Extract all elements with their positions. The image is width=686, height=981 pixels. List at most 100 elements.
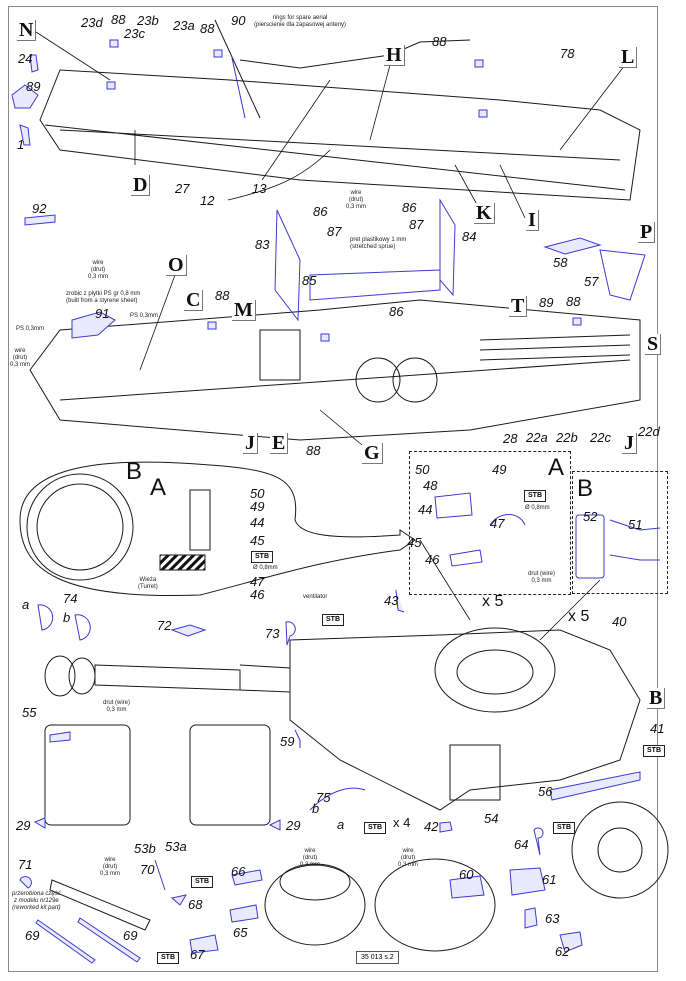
stb-tag-ventilator: STB	[322, 614, 344, 626]
detail-a-box	[409, 451, 571, 595]
multiplier-x5-a: x 5	[482, 593, 504, 610]
leader-12	[227, 149, 331, 201]
detail-b-title: B	[577, 475, 594, 502]
note-line: (drut)	[102, 863, 118, 870]
part-58	[543, 237, 602, 255]
assembly-letter-d: D	[131, 175, 151, 196]
part-74b	[74, 614, 91, 641]
note-line: 0,3 mm	[88, 273, 109, 280]
part-label-83: 83	[255, 237, 270, 252]
part-label-61: 61	[542, 872, 557, 887]
part-label-69-b: 69	[123, 928, 138, 943]
part-label-87: 87	[327, 224, 342, 239]
leader-x5	[419, 539, 471, 621]
part-label-23b: 23b	[137, 13, 159, 28]
part-55	[49, 731, 71, 743]
muzzle-brake-2	[68, 657, 96, 695]
assembly-letter-e: E	[270, 433, 289, 454]
part-label-88-f: 88	[306, 443, 321, 458]
detail-a-label-45: 45	[407, 535, 422, 550]
part-label-49: 49	[250, 499, 265, 514]
part-65	[229, 904, 259, 923]
detail-a-label-48: 48	[423, 478, 438, 493]
note-spare-aerial-rings: rings for spare aerial (pierscienie dla …	[254, 15, 346, 29]
note-wire-66: wire (drut) 0,3 mm	[300, 848, 320, 869]
part-64	[533, 827, 544, 856]
note-line: wire	[350, 190, 362, 196]
part-label-24: 24	[18, 51, 33, 66]
part-label-1: 1	[17, 137, 25, 152]
upper-hull-edge	[44, 124, 626, 191]
part-88-plate-6	[320, 333, 330, 342]
part-85	[309, 269, 441, 301]
muzzle-brake-1	[44, 655, 76, 697]
detail-a-title: A	[548, 454, 565, 481]
part-84	[439, 198, 456, 297]
leader-K	[454, 164, 481, 211]
part-24	[29, 54, 39, 73]
page-code: 35 013 s.2	[356, 951, 399, 964]
reworked-arm	[49, 879, 151, 931]
part-label-74a: a	[22, 597, 30, 612]
part-label-22a: 22a	[526, 430, 548, 445]
detail-a-stb-tag: STB	[524, 490, 546, 502]
part-label-90: 90	[231, 13, 246, 28]
note-line: (drut)	[400, 854, 416, 861]
part-label-62: 62	[555, 944, 570, 959]
part-label-88-d: 88	[215, 288, 230, 303]
turret-body	[289, 629, 641, 811]
upper-hull-outline	[39, 69, 641, 201]
part-label-92: 92	[32, 201, 47, 216]
part-62	[559, 931, 583, 953]
leader-N	[35, 31, 111, 81]
part-label-74: 74	[63, 591, 78, 606]
part-label-53a: 53a	[165, 839, 187, 854]
assembly-letter-i: I	[526, 210, 539, 231]
part-label-47: 47	[250, 574, 265, 589]
part-label-86: 86	[313, 204, 328, 219]
part-56	[549, 771, 641, 801]
assembly-letter-t: T	[509, 296, 528, 317]
assembly-letter-j: J	[243, 433, 258, 454]
part-label-59: 59	[280, 734, 295, 749]
note-line: 0,3 mm	[531, 577, 552, 584]
part-label-74b: b	[63, 610, 71, 625]
note-styrene-sheet: zrobic z plytki PS gr 0,8 mm (built from…	[66, 291, 140, 305]
part-71	[19, 876, 32, 889]
note-wire-92: wire (drut) 0,3 mm	[88, 260, 108, 281]
part-61	[509, 867, 546, 896]
part-29a	[33, 817, 46, 829]
note-line: 0,3 mm	[106, 706, 127, 713]
note-line: (stretched sprue)	[350, 243, 396, 250]
part-29b	[268, 819, 281, 831]
part-label-72: 72	[157, 618, 172, 633]
note-wire-91: wire (drut) 0,3 mm	[10, 348, 30, 369]
detail-a-label-44: 44	[418, 502, 433, 517]
part-63	[524, 907, 538, 929]
note-wire-60: wire (drut) 0,3 mm	[398, 848, 418, 869]
note-line: (pierscienie dla zapasowej anteny)	[254, 21, 347, 28]
assembly-letter-o: O	[166, 255, 187, 276]
note-line: (drut)	[302, 854, 318, 861]
part-label-41: 41	[650, 721, 665, 736]
part-label-89: 89	[26, 79, 41, 94]
part-73	[285, 621, 296, 646]
part-44A	[434, 492, 473, 519]
note-line: rings for spare aerial	[272, 15, 328, 21]
part-88-plate	[109, 39, 119, 48]
assembly-letter-c: C	[184, 290, 204, 311]
note-line: 0,3 mm	[346, 203, 367, 210]
note-line: (drut)	[90, 266, 106, 273]
part-88-plate-7	[572, 317, 582, 326]
part-75	[309, 787, 366, 811]
part-68	[170, 894, 188, 906]
part-label-42: 42	[424, 819, 439, 834]
side-door	[449, 744, 501, 801]
door-right	[189, 724, 271, 826]
part-label-23c: 23c	[124, 26, 145, 41]
part-label-22c: 22c	[590, 430, 611, 445]
part-59	[294, 729, 301, 748]
detail-a-note-diameter: Ø 0,8mm	[525, 505, 550, 511]
part-42	[439, 821, 453, 833]
